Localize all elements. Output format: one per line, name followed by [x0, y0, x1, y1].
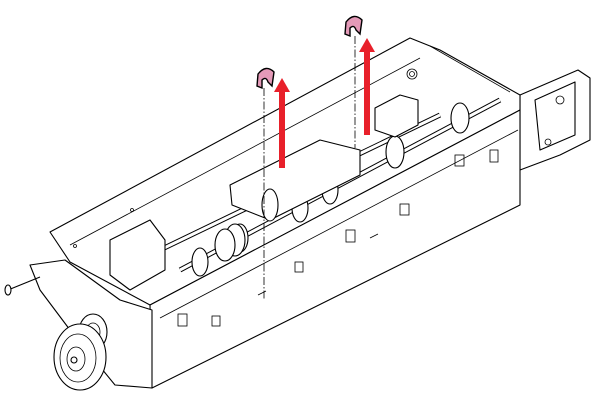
roller-shafts	[109, 94, 502, 291]
gear-cluster	[109, 219, 246, 291]
arrow-up-icon	[274, 78, 290, 168]
right-mounting-bracket	[519, 69, 591, 171]
e-clip-icon	[344, 15, 363, 38]
solenoid-block	[374, 94, 419, 138]
drive-pulley	[53, 313, 108, 391]
arrow-up-icon	[359, 38, 375, 135]
frame-front-panel	[149, 109, 521, 389]
roller	[191, 247, 209, 277]
roller	[385, 135, 405, 169]
pickup-roller-cover	[229, 139, 361, 222]
e-clip-icon	[256, 67, 275, 90]
roller	[450, 102, 470, 134]
